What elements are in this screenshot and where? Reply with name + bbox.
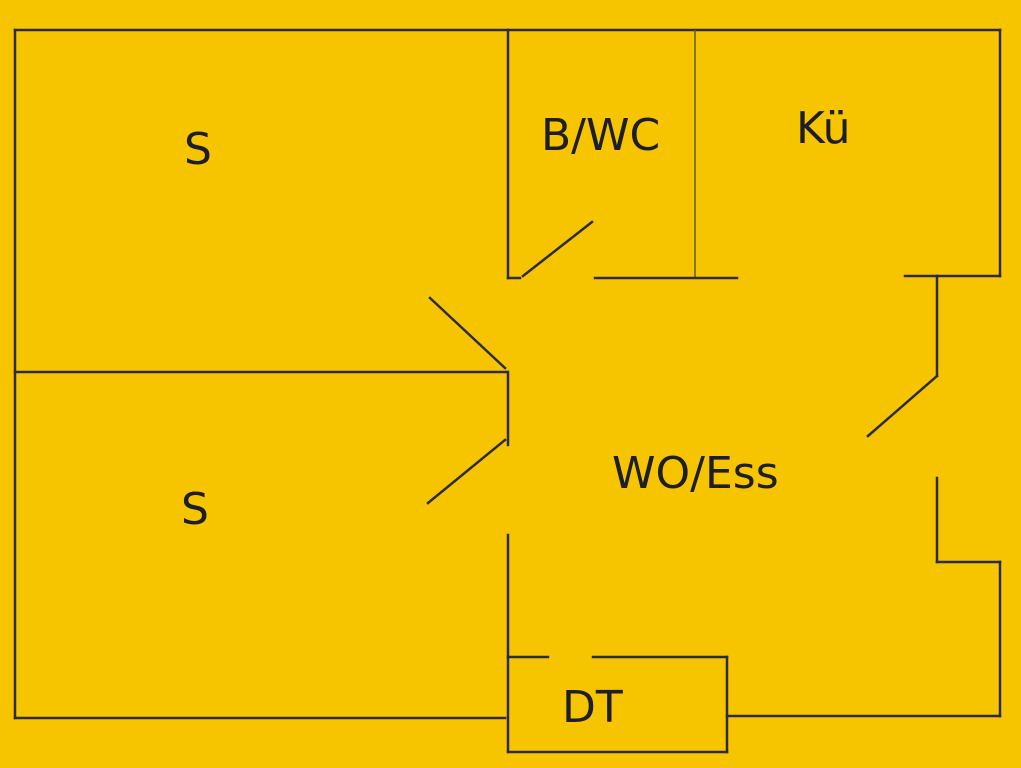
bedroom-top-door-swing bbox=[428, 296, 507, 370]
bedroom-top-label: S bbox=[184, 124, 212, 175]
kitchen-door-swing bbox=[866, 374, 939, 438]
bedroom-bottom-label: S bbox=[181, 484, 209, 535]
interior-walls bbox=[13, 28, 1002, 754]
terrace-outline bbox=[506, 655, 729, 754]
door-swings bbox=[426, 220, 939, 505]
bath-wc-label: B/WC bbox=[541, 110, 660, 161]
bedroom-bottom-door-swing bbox=[426, 438, 507, 505]
roof-terrace-label: DT bbox=[562, 682, 623, 733]
kitchen-label: Kü bbox=[796, 103, 851, 154]
bath-door-swing bbox=[521, 220, 594, 278]
living-dining-label: WO/Ess bbox=[612, 448, 779, 499]
room-labels: S B/WC Kü WO/Ess S DT bbox=[181, 103, 851, 733]
